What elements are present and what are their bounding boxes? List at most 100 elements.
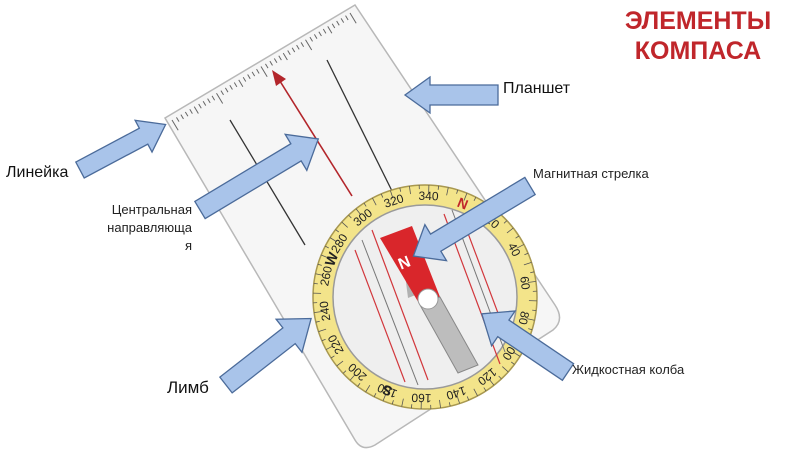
dial-tick — [317, 263, 322, 266]
ruler-tick — [291, 47, 296, 53]
dial-tick — [446, 187, 449, 196]
arrow-to-needle — [412, 176, 537, 262]
dial-number: 160 — [411, 391, 432, 406]
ruler-tick — [184, 111, 189, 117]
ruler-tick — [238, 79, 244, 87]
dial-tick — [515, 235, 520, 239]
dial-tick — [365, 384, 371, 393]
ruler-tick — [189, 109, 193, 114]
ruler-tick — [265, 63, 269, 69]
label-central-guide-line-3: я — [184, 238, 192, 253]
dial-tick — [466, 396, 470, 401]
arrow-to-ruler — [74, 119, 167, 179]
ruler-tick — [318, 31, 322, 37]
dial-tick — [321, 254, 329, 259]
dial-number: 40 — [505, 240, 524, 259]
dial-tick — [325, 345, 334, 350]
label-planshet: Планшет — [503, 80, 571, 97]
ruler-tick — [305, 39, 313, 51]
dial-tick — [448, 402, 451, 407]
ruler-tick — [256, 68, 260, 74]
ruler-tick — [229, 84, 233, 90]
dial-tick — [524, 252, 529, 256]
title-line-1: ЭЛЕМЕНТЫ — [624, 7, 772, 35]
dial-tick — [512, 351, 521, 357]
dial-tick — [325, 245, 329, 249]
dial-tick — [439, 399, 441, 408]
dial-tick — [357, 383, 361, 387]
ruler-tick — [193, 106, 199, 114]
dial-tick — [336, 360, 344, 367]
dial-number: 320 — [382, 191, 406, 211]
dial-tick — [502, 366, 509, 373]
ruler-tick — [313, 34, 318, 39]
ruler-tick — [251, 71, 256, 77]
label-central-guide: Центральная направляюща я — [82, 201, 192, 255]
label-central-guide-line-1: Центральная — [111, 202, 192, 217]
dial-tick — [523, 262, 532, 266]
baseplate-lines — [229, 59, 395, 246]
dial-tick — [456, 189, 459, 194]
dial-tick — [473, 388, 478, 397]
dial-tick — [382, 393, 387, 401]
dial-tick — [372, 197, 377, 206]
ruler-tick — [278, 55, 282, 61]
dial-tick — [498, 375, 502, 380]
dial-number: 240 — [317, 300, 334, 322]
arrow-to-bulb — [480, 310, 575, 382]
ruler-tick — [207, 98, 211, 104]
dial-tick — [409, 186, 411, 195]
dial-tick — [527, 281, 536, 283]
dial-tick — [329, 237, 338, 243]
dial-tick — [314, 311, 323, 313]
ruler-tick — [198, 103, 202, 109]
ruler-tick — [349, 12, 357, 24]
dial-tick — [355, 208, 362, 216]
label-liquid-bulb: Жидкостная колба — [572, 362, 685, 377]
dial-tick — [318, 328, 327, 332]
dial-tick — [399, 187, 402, 192]
label-limb: Лимб — [167, 378, 209, 397]
label-magnetic-needle: Магнитная стрелка — [533, 166, 649, 181]
ruler-tick — [220, 90, 224, 96]
ruler-tick — [216, 92, 224, 104]
ruler-tick — [287, 50, 291, 55]
dial-tick — [530, 271, 535, 274]
dial-tick — [456, 395, 460, 404]
dial-number: 340 — [418, 189, 439, 204]
dial-tick — [363, 202, 367, 207]
dial-tick — [335, 229, 339, 233]
dial-tick — [488, 378, 495, 386]
arrow-to-planshet — [403, 75, 499, 115]
ruler-tick — [331, 23, 336, 29]
dial-tick — [373, 393, 377, 397]
dial-tick — [321, 338, 326, 342]
ruler-tick — [211, 95, 216, 101]
dial-tick — [506, 227, 514, 234]
ruler-tick — [273, 58, 278, 64]
ruler-tick — [202, 101, 207, 106]
dial-tick — [342, 370, 347, 374]
ruler-tick — [282, 52, 288, 61]
ruler-ticks — [171, 12, 357, 131]
dial-tick — [473, 197, 477, 201]
dial-tick — [341, 221, 348, 228]
callout-arrows — [74, 75, 575, 394]
dial-tick — [315, 273, 324, 276]
arrow-to-central-line — [193, 133, 320, 220]
dial-tick — [503, 220, 508, 224]
dial-number: 140 — [444, 383, 468, 403]
dial-tick — [526, 318, 535, 321]
direction-of-travel-line — [272, 70, 353, 197]
ruler-tick — [233, 82, 238, 88]
diagram-title: ЭЛЕМЕНТЫ КОМПАСА — [608, 6, 788, 66]
dial-number: 260 — [317, 264, 335, 287]
dial-tick — [348, 214, 352, 219]
dial-number: 80 — [515, 310, 532, 326]
ruler-tick — [336, 20, 340, 26]
ruler-tick — [260, 66, 268, 78]
arrow-to-limb — [218, 317, 312, 394]
ruler-tick — [171, 119, 179, 131]
ruler-tick — [224, 87, 229, 93]
